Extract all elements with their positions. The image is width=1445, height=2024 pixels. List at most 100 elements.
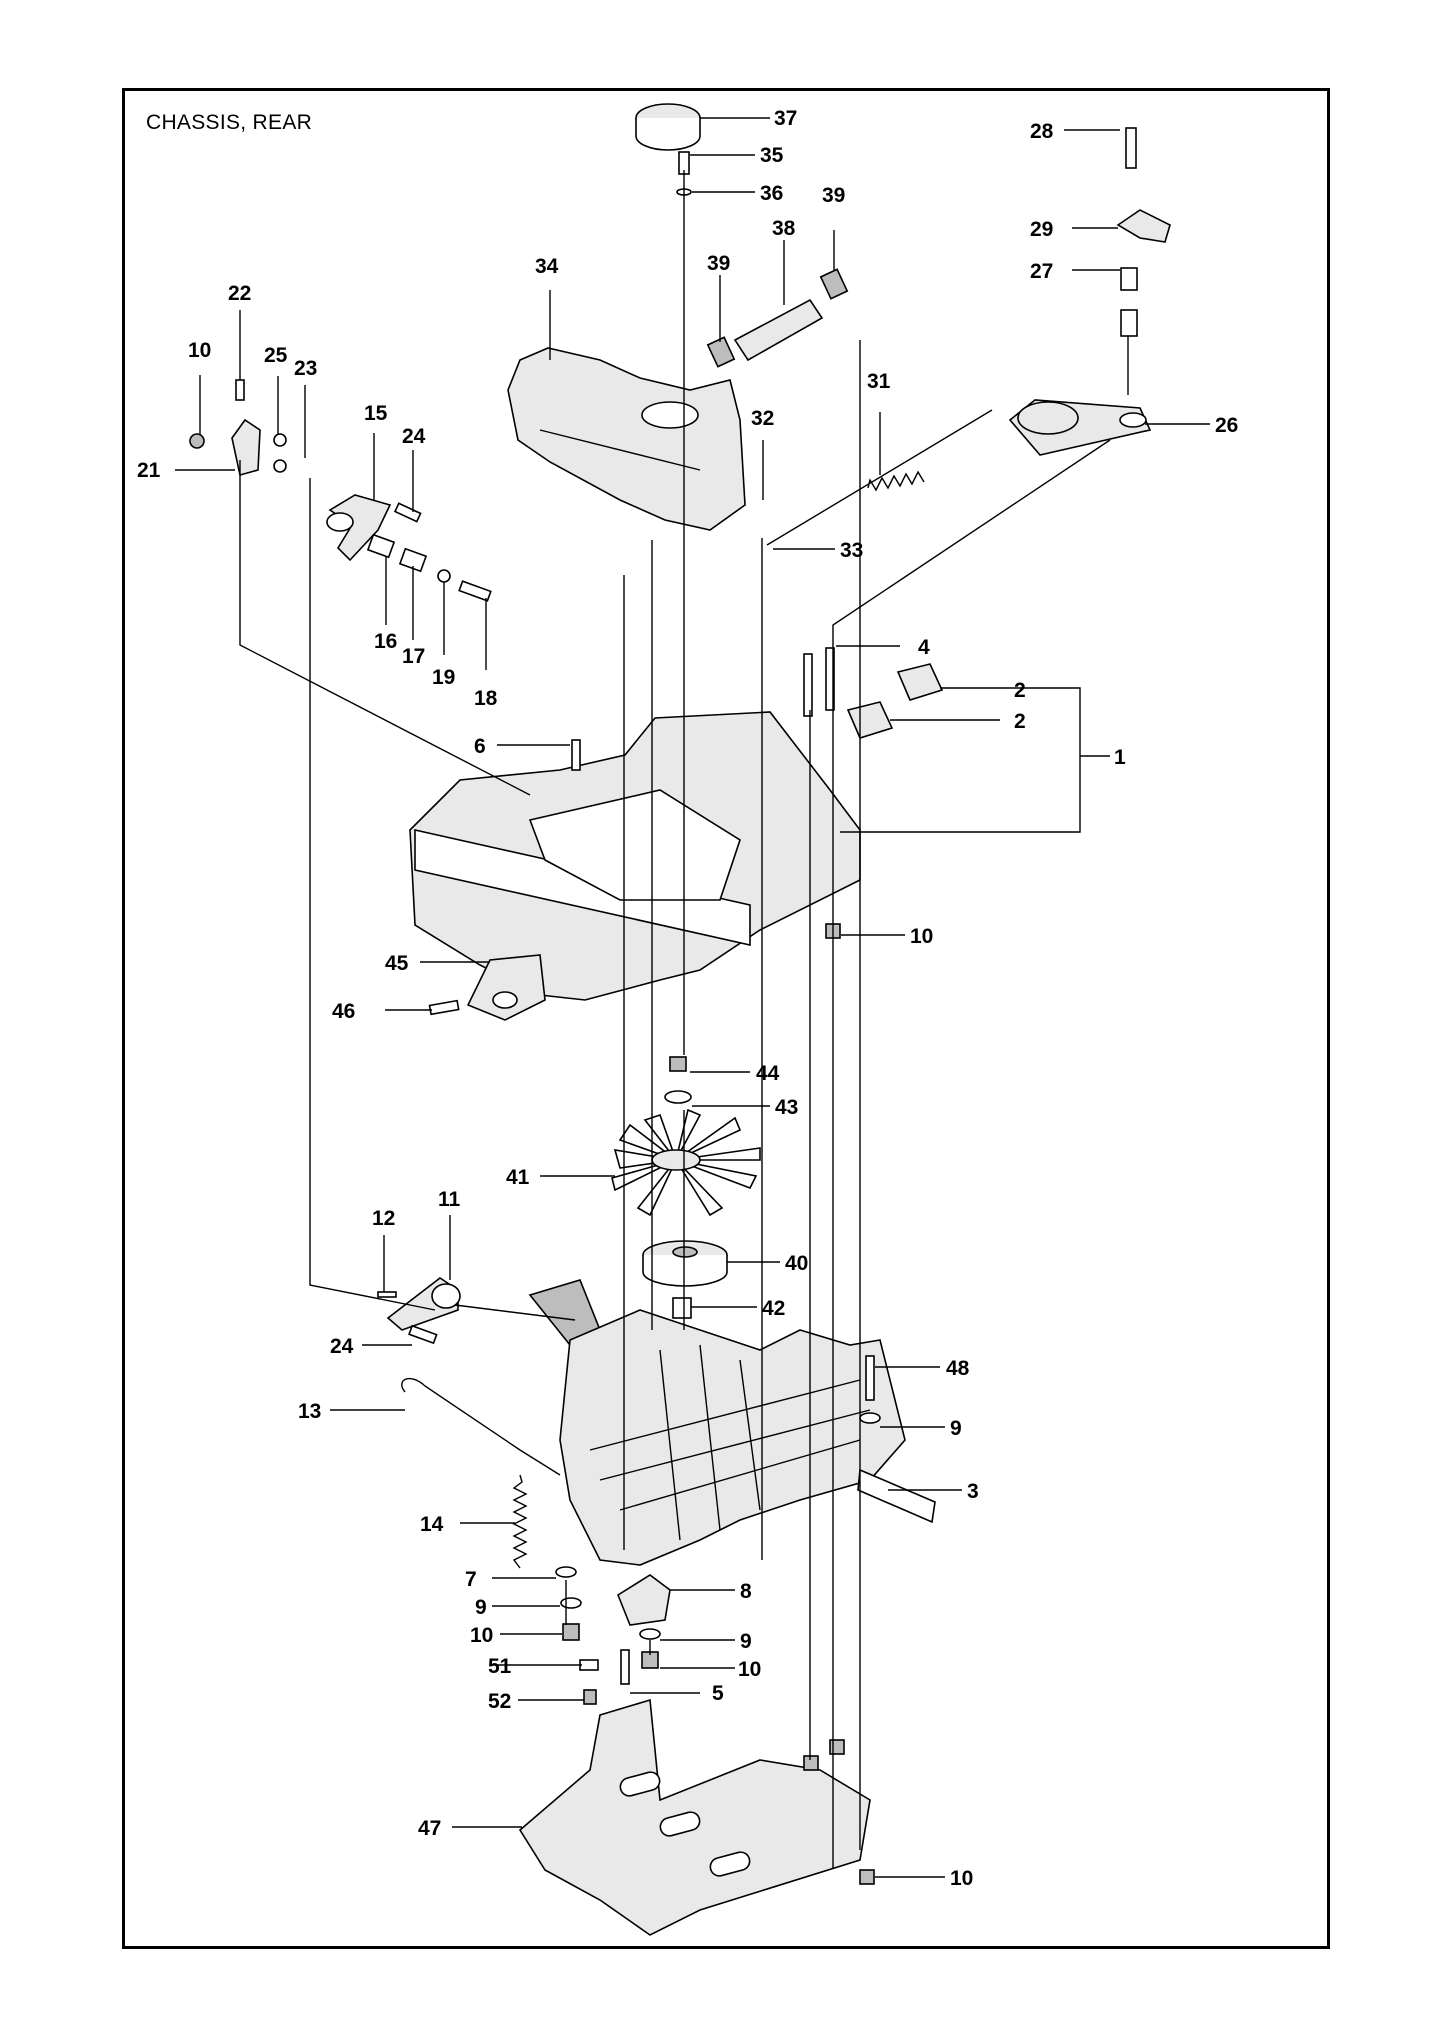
part-bracket-21 (231, 418, 261, 476)
part-axle-right (857, 1468, 936, 1524)
part-spacer-17 (398, 547, 428, 573)
part-bracket-45 (466, 954, 546, 1021)
part-spring-14 (512, 1474, 528, 1569)
part-washer-9 (560, 1597, 582, 1609)
callout-45: 45 (385, 952, 409, 975)
callout-10a: 10 (188, 339, 211, 362)
callout-10e: 10 (950, 1867, 973, 1890)
callout-40: 40 (785, 1252, 808, 1275)
callout-37: 37 (774, 107, 797, 130)
callout-39b: 39 (707, 252, 730, 275)
callout-24b: 24 (330, 1335, 354, 1358)
part-washer-25b (273, 459, 287, 473)
callout-27: 27 (1030, 260, 1053, 283)
callout-10b: 10 (910, 925, 933, 948)
part-skid-slot-a (619, 1771, 661, 1797)
callout-7: 7 (465, 1568, 477, 1591)
callout-6: 6 (474, 735, 486, 758)
part-nut-bottom-b (829, 1739, 845, 1755)
part-skid-slot-c (709, 1851, 751, 1877)
callout-31: 31 (867, 370, 891, 393)
callout-19: 19 (432, 666, 455, 689)
part-transaxle-3 (559, 1309, 906, 1566)
part-bracket-hole (492, 991, 518, 1009)
part-bolt-6 (571, 739, 581, 771)
callout-16: 16 (374, 630, 397, 653)
part-bolt-46 (428, 999, 460, 1016)
callout-33: 33 (840, 539, 863, 562)
part-nut-bottom-a (803, 1755, 819, 1771)
part-pulley-40-side (642, 1255, 728, 1287)
diagram-frame (122, 88, 1330, 1949)
callout-3: 3 (967, 1480, 979, 1503)
part-spring-31 (867, 470, 925, 492)
callout-35: 35 (760, 144, 784, 167)
part-spacer-27b (1120, 309, 1138, 337)
part-arm-hub (431, 1283, 461, 1309)
callout-15: 15 (364, 402, 388, 425)
callout-9c: 9 (740, 1630, 752, 1653)
part-tank-neck (641, 401, 699, 429)
part-pin-12 (377, 1291, 397, 1298)
diagram-title: CHASSIS, REAR (146, 111, 313, 134)
part-tank-34 (507, 347, 746, 531)
part-bolt-28 (1125, 127, 1137, 169)
part-bolt-18 (458, 580, 492, 602)
leader-lines (175, 117, 1210, 1878)
callout-2a: 2 (1014, 679, 1026, 702)
callout-10c: 10 (470, 1624, 493, 1647)
callout-9a: 9 (950, 1417, 962, 1440)
callout-26: 26 (1215, 414, 1238, 437)
callout-21: 21 (137, 459, 161, 482)
part-clamp-39b (819, 268, 849, 300)
part-transaxle-ribs (589, 1344, 871, 1541)
callout-2b: 2 (1014, 710, 1026, 733)
callout-8: 8 (740, 1580, 752, 1603)
callout-43: 43 (775, 1096, 798, 1119)
callout-25: 25 (264, 344, 288, 367)
callout-10d: 10 (738, 1658, 761, 1681)
part-bolt-24b (408, 1324, 438, 1345)
part-idler-hub (1119, 412, 1147, 428)
part-washer-9c (859, 1412, 881, 1424)
callout-46: 46 (332, 1000, 355, 1023)
callout-17: 17 (402, 645, 425, 668)
callout-22: 22 (228, 282, 251, 305)
part-rod-13 (401, 1377, 561, 1476)
callout-11: 11 (438, 1188, 461, 1211)
part-bolt-48 (865, 1355, 875, 1401)
part-bracket-29 (1116, 209, 1171, 243)
callout-5: 5 (712, 1682, 724, 1705)
callout-18: 18 (474, 687, 498, 710)
callout-34: 34 (535, 255, 559, 278)
part-nut-10 (189, 433, 205, 449)
callout-1: 1 (1114, 746, 1126, 769)
callout-14: 14 (420, 1513, 444, 1536)
part-knob-side (635, 118, 701, 151)
part-bolt-52 (583, 1689, 597, 1705)
part-spacer-16 (366, 533, 396, 559)
callout-47: 47 (418, 1817, 441, 1840)
part-nut-44 (669, 1056, 687, 1072)
callout-4: 4 (918, 636, 930, 659)
callout-23: 23 (294, 357, 317, 380)
callout-24a: 24 (402, 425, 426, 448)
part-bushing-15 (326, 512, 354, 532)
callout-13: 13 (298, 1400, 321, 1423)
part-washer-43 (664, 1090, 692, 1104)
callout-29: 29 (1030, 218, 1053, 241)
callout-9b: 9 (475, 1596, 487, 1619)
part-fan-41 (611, 1108, 761, 1217)
part-idler-pulley (1017, 401, 1079, 435)
part-nut-10b (562, 1623, 580, 1641)
callout-38: 38 (772, 217, 796, 240)
part-washer-9b (639, 1628, 661, 1640)
part-skid-slot-b (659, 1811, 701, 1837)
callout-32: 32 (751, 407, 774, 430)
part-bracket-8 (617, 1574, 671, 1626)
part-clamp-39a (706, 336, 736, 368)
part-bolt-4a (803, 653, 813, 717)
callout-36: 36 (760, 182, 783, 205)
part-pulley-hub (672, 1246, 698, 1258)
